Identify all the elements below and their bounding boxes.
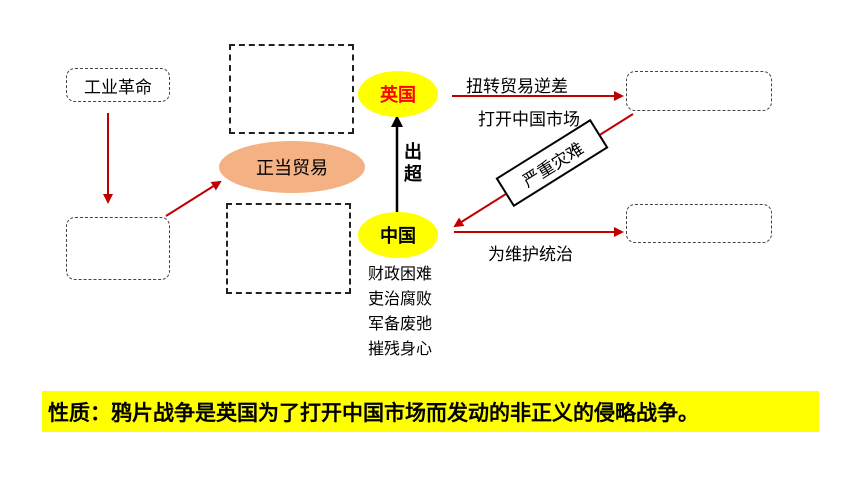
legit-trade-label: 正当贸易 xyxy=(256,158,328,179)
list-item: 财政困难 xyxy=(368,264,433,283)
china-ellipse: 中国 xyxy=(358,212,438,258)
nature-text: 性质：鸦片战争是英国为了打开中国市场而发动的非正义的侵略战争。 xyxy=(48,400,699,425)
britain-ellipse: 英国 xyxy=(358,71,438,117)
open-market-label: 打开中国市场 xyxy=(478,110,580,130)
list-item: 军备废弛 xyxy=(368,314,433,333)
blank-box-right-bottom xyxy=(626,204,772,243)
nature-banner: 性质：鸦片战争是英国为了打开中国市场而发动的非正义的侵略战争。 xyxy=(42,391,819,432)
list-item: 吏治腐败 xyxy=(368,289,433,308)
blank-box-bottom-middle xyxy=(226,203,351,294)
china-label: 中国 xyxy=(380,226,416,247)
blank-box-right-top xyxy=(626,71,772,111)
export-surplus-label: 出超 xyxy=(404,142,422,185)
arrow-to-legit-trade xyxy=(165,180,222,217)
legit-trade-ellipse: 正当贸易 xyxy=(219,141,365,193)
list-item: 摧残身心 xyxy=(368,339,433,358)
blank-box-top-middle xyxy=(229,44,354,134)
britain-label: 英国 xyxy=(380,85,416,106)
industrial-revolution-box: 工业革命 xyxy=(66,68,170,102)
industrial-revolution-label: 工业革命 xyxy=(84,77,152,98)
maintain-rule-label: 为维护统治 xyxy=(488,245,573,265)
reverse-deficit-label: 扭转贸易逆差 xyxy=(466,77,568,97)
china-problems-list: 财政困难 吏治腐败 军备废弛 摧残身心 xyxy=(368,261,432,361)
blank-box-left xyxy=(66,217,170,280)
